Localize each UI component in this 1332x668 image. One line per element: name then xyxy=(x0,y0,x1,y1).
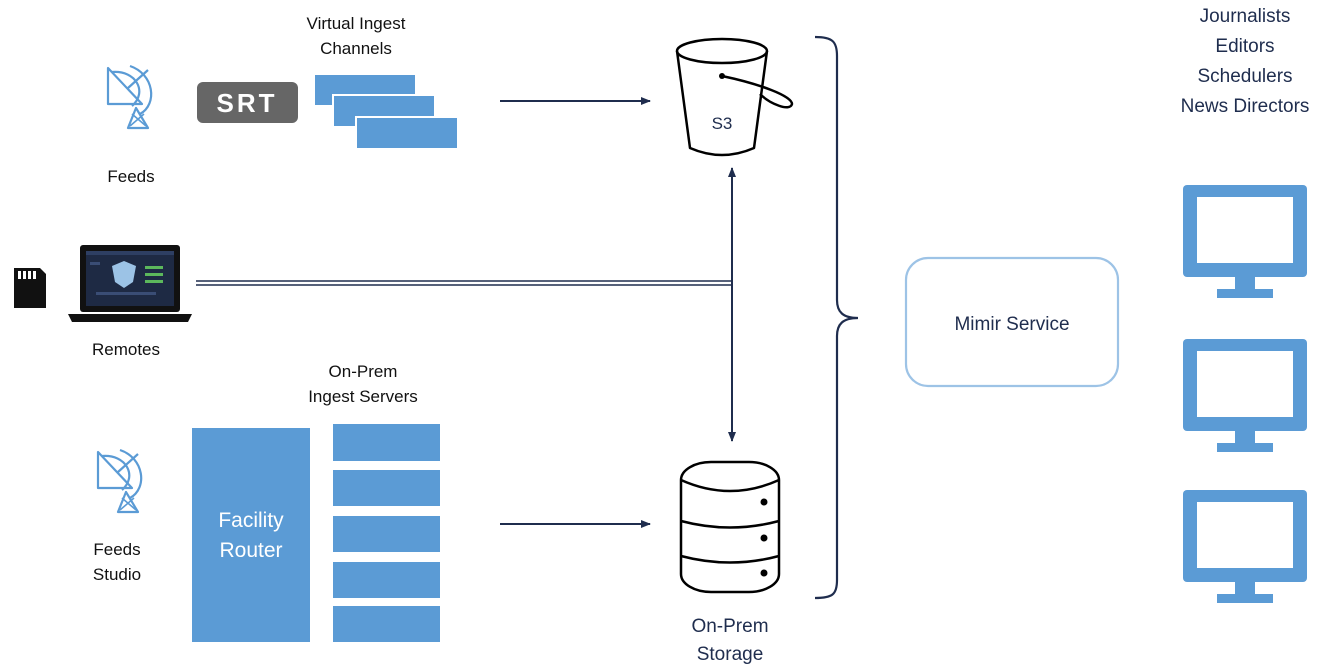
laptop-icon xyxy=(68,245,192,322)
sd-card-icon xyxy=(14,268,46,308)
virtual-ingest-subtitle: Channels xyxy=(320,39,392,58)
mimir-service-label: Mimir Service xyxy=(954,314,1069,335)
grouping-brace xyxy=(814,35,859,600)
user-roles-list: Journalists Editors Schedulers News Dire… xyxy=(1181,6,1310,117)
role-schedulers: Schedulers xyxy=(1197,66,1292,87)
feeds-label: Feeds xyxy=(107,167,154,186)
feeds-studio-label-line2: Studio xyxy=(93,565,141,584)
virtual-ingest-title: Virtual Ingest xyxy=(307,14,406,33)
mimir-service-box xyxy=(904,256,1120,388)
facility-router-box xyxy=(192,428,310,642)
srt-logo: SRT xyxy=(197,82,298,123)
database-icon xyxy=(679,460,781,594)
on-prem-ingest-title: On-Prem xyxy=(329,362,398,381)
storage-label-line2: Storage xyxy=(697,644,764,665)
storage-label-line1: On-Prem xyxy=(691,616,768,637)
facility-router-label-line1: Facility xyxy=(218,509,284,532)
monitor-icon xyxy=(1183,490,1307,603)
on-prem-ingest-subtitle: Ingest Servers xyxy=(308,387,418,406)
monitor-icon xyxy=(1183,185,1307,298)
facility-router-label-line2: Router xyxy=(219,539,282,562)
ingest-servers-stack xyxy=(333,424,440,642)
monitor-icon xyxy=(1183,339,1307,452)
virtual-ingest-channels xyxy=(313,73,459,150)
role-journalists: Journalists xyxy=(1200,6,1291,27)
role-editors: Editors xyxy=(1215,36,1274,57)
bucket-icon xyxy=(675,37,794,157)
feeds-studio-label-line1: Feeds xyxy=(93,540,140,559)
s3-label: S3 xyxy=(712,114,733,133)
srt-logo-text: SRT xyxy=(217,88,278,118)
satellite-dish-icon xyxy=(106,64,153,130)
satellite-dish-icon xyxy=(96,448,143,514)
remotes-label: Remotes xyxy=(92,340,160,359)
role-news-directors: News Directors xyxy=(1181,96,1310,117)
